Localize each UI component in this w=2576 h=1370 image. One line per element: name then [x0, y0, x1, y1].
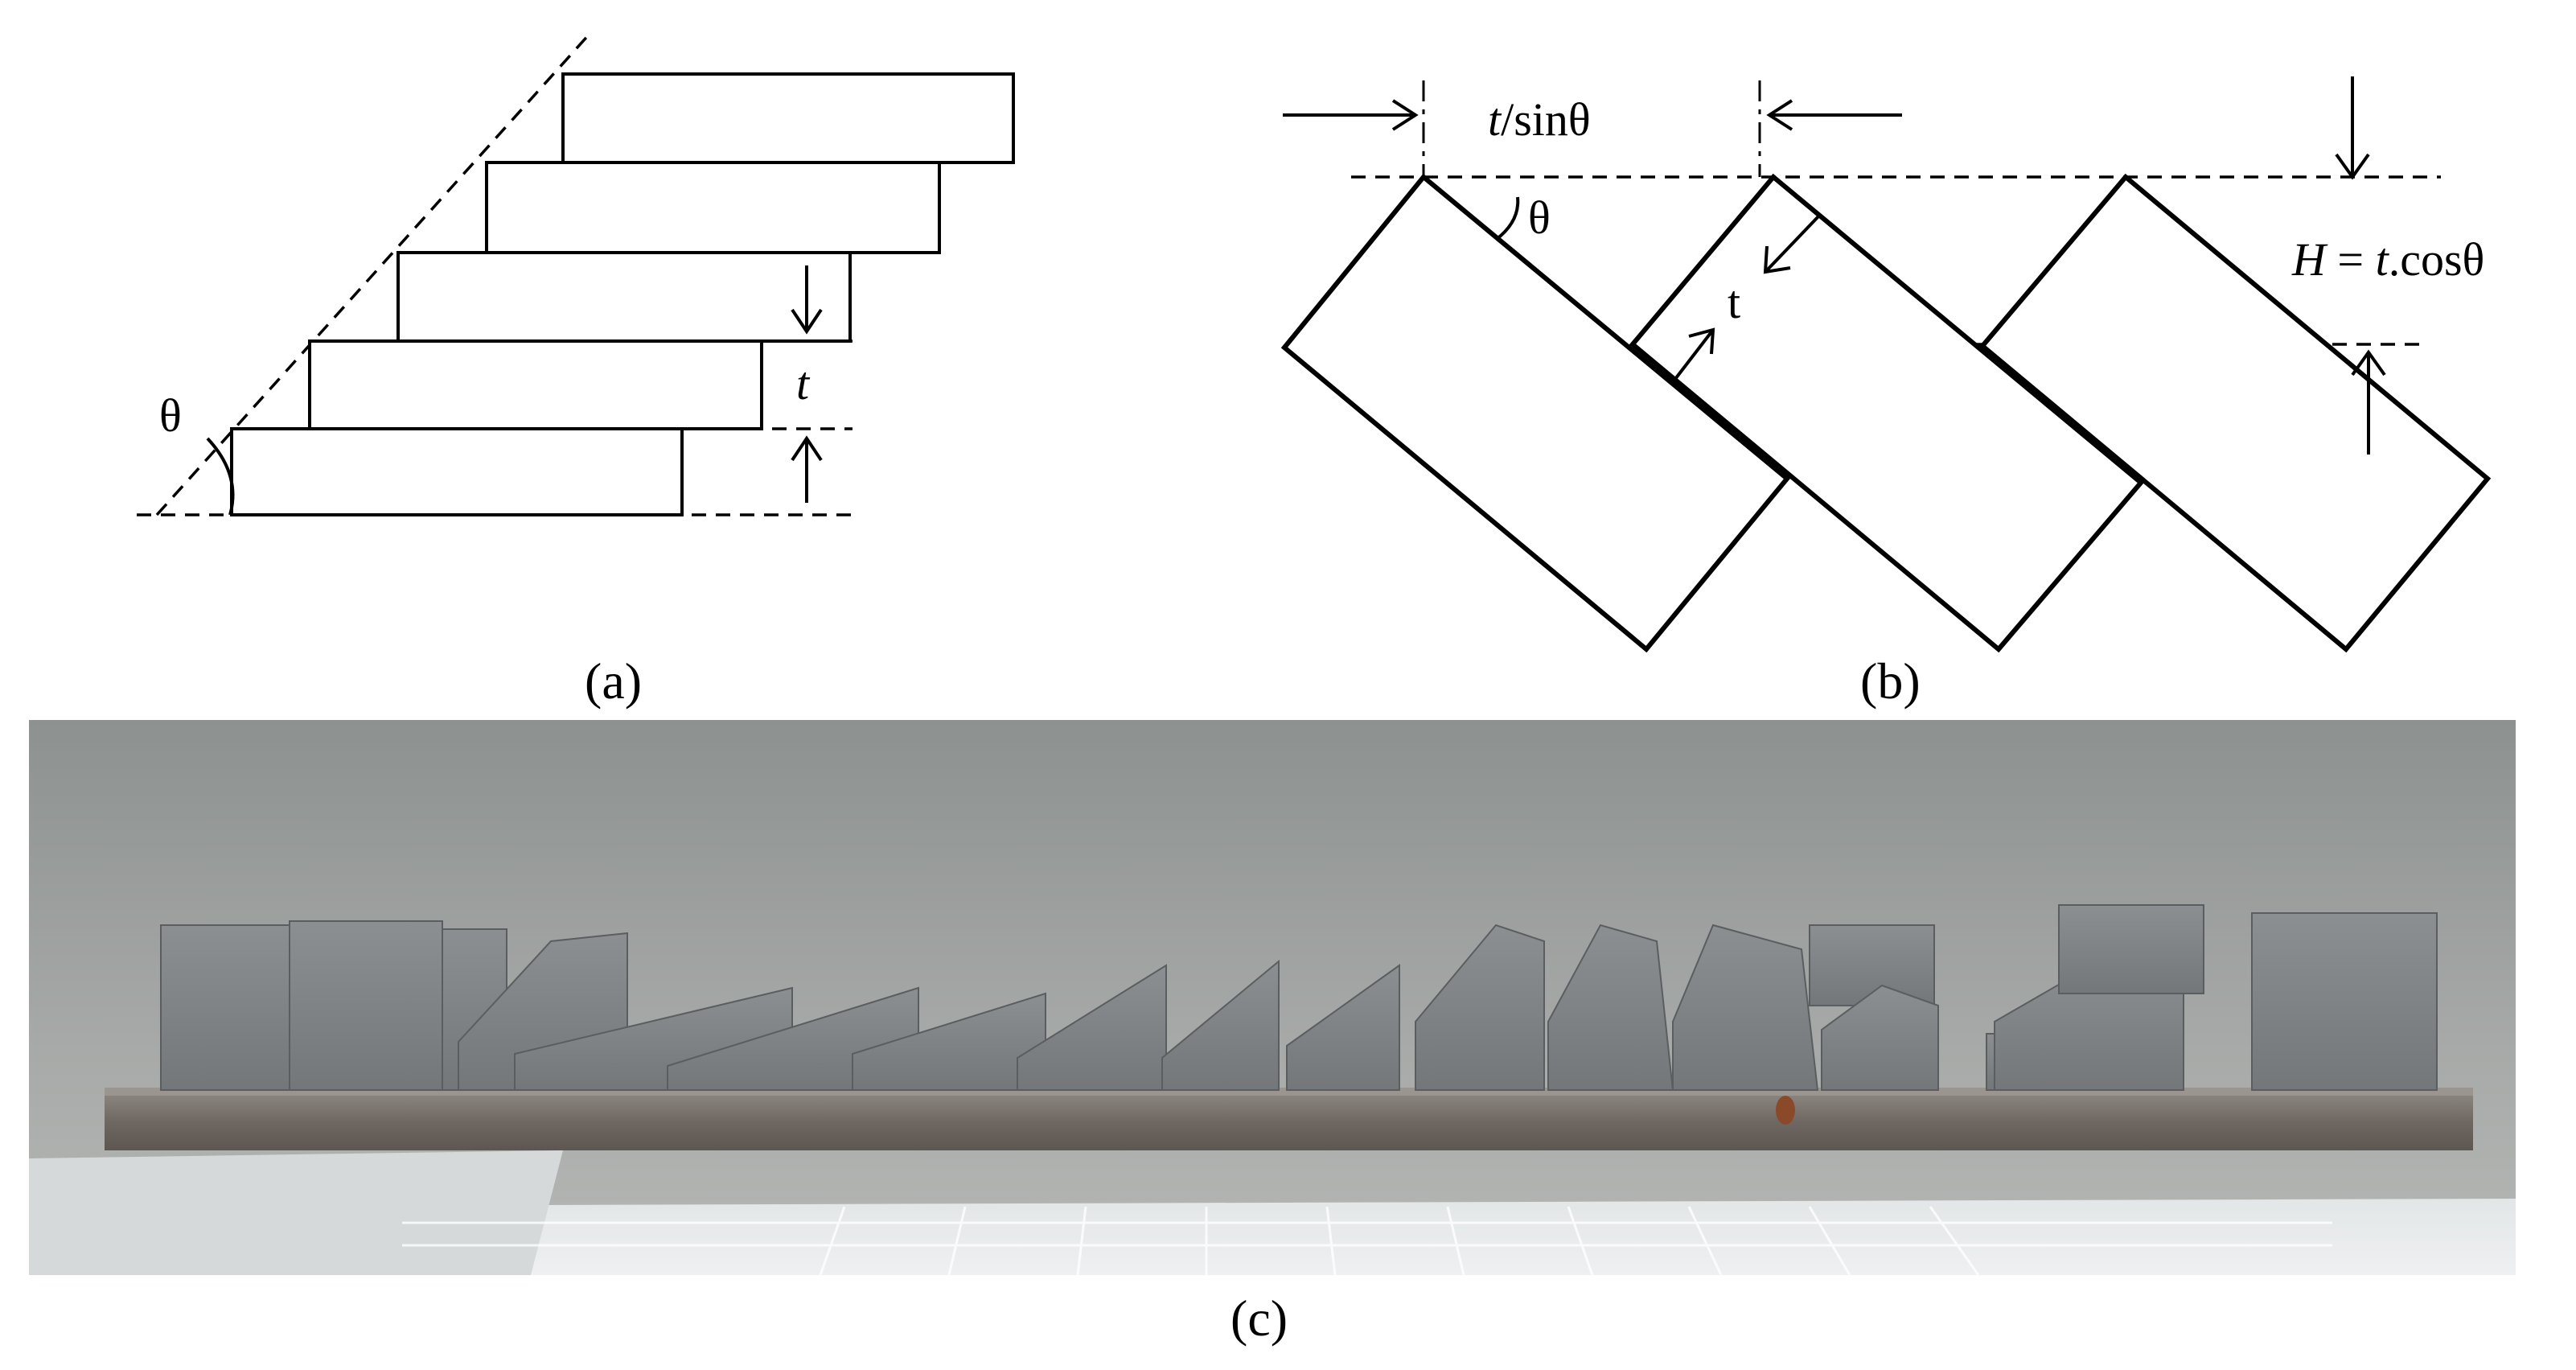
height-arrow-up-icon — [2351, 349, 2386, 455]
specimen-wedge — [1821, 984, 1939, 1091]
theta-label: θ — [159, 389, 182, 442]
grid-paper — [29, 1199, 2516, 1275]
panel-c-photo: (c) — [29, 720, 2516, 1347]
thickness-arrow-in-icon — [1763, 214, 1821, 274]
paper-label-area — [29, 1150, 563, 1275]
panel-b-caption: (b) — [1860, 652, 1921, 710]
specimen-wedge — [1286, 964, 1400, 1091]
thickness-arrow-up-icon — [791, 435, 823, 503]
layer-block-3 — [396, 251, 852, 343]
printed-specimens — [160, 904, 2438, 1091]
panel-a: θ t (a) — [137, 31, 1015, 710]
build-plate — [105, 1094, 2473, 1150]
tilted-block-1 — [1280, 173, 1791, 653]
theta-label: θ — [1528, 191, 1551, 244]
height-arrow-down-icon — [2335, 76, 2370, 180]
height-formula-label: H = t.cosθ — [2291, 233, 2484, 286]
thickness-label: t — [1728, 276, 1740, 328]
specimen-block — [160, 924, 290, 1091]
spacing-label: t/sinθ — [1488, 93, 1591, 146]
specimen-wedge — [1415, 924, 1545, 1091]
specimen-wedge — [1672, 924, 1819, 1091]
panel-a-caption: (a) — [585, 652, 642, 710]
layer-block-2 — [308, 339, 763, 430]
specimen-wedge — [1547, 924, 1674, 1091]
thickness-arrow-out-icon — [1671, 327, 1715, 384]
thickness-arrow-down-icon — [791, 265, 823, 335]
panel-b: t/sinθ θ t H = t.cosθ (b) — [1280, 76, 2492, 710]
angle-arc — [206, 437, 235, 516]
specimen-block — [2058, 904, 2204, 994]
thickness-label: t — [796, 357, 811, 409]
paper-grid-lines — [402, 1206, 2332, 1276]
layer-block-5 — [561, 72, 1015, 164]
layer-block-4 — [485, 161, 941, 254]
tilted-block-2 — [1629, 173, 2145, 653]
specimen-wedge — [1161, 959, 1280, 1091]
rust-spot — [1776, 1096, 1795, 1125]
build-angle-dashed-line — [155, 31, 593, 516]
angle-arc — [1494, 196, 1520, 241]
specimen-block — [289, 920, 443, 1091]
panel-c-caption: (c) — [1230, 1290, 1288, 1347]
specimen-block — [2251, 912, 2438, 1091]
spacing-arrow-right-icon — [1283, 99, 1419, 131]
layer-block-1 — [230, 427, 684, 516]
spacing-arrow-left-icon — [1766, 99, 1902, 131]
